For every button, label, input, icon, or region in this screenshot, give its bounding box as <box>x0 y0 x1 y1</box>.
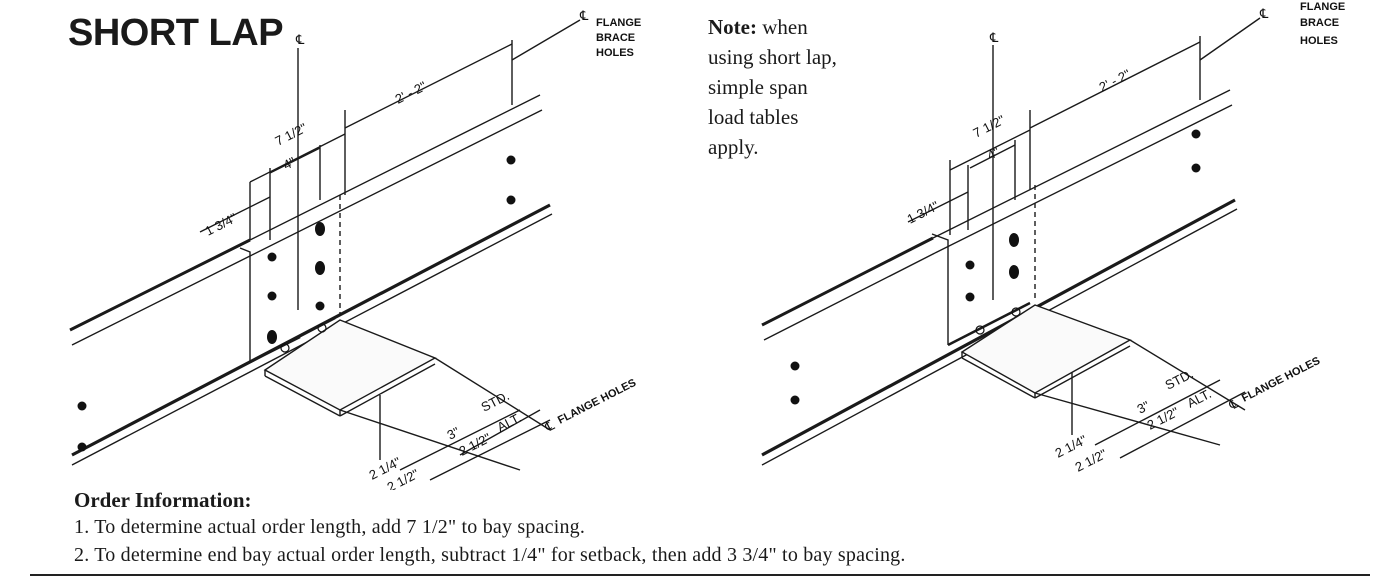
flange-hole <box>975 325 985 335</box>
hole <box>790 395 800 405</box>
dim-7-1-2-line <box>249 133 346 183</box>
hole-set <box>77 155 516 452</box>
dim-4-line <box>969 144 1016 169</box>
right-lap-diagram: ℄ ℄ FLANGE BRACE HOLES 2' - 2" 7 1/2" 4"… <box>761 1 1345 475</box>
order-heading: Order Information: <box>74 488 252 512</box>
lap-bottom-flange <box>249 316 336 364</box>
flange-holes-label: FLANGE HOLES <box>556 377 638 427</box>
flange-hole <box>1011 307 1021 317</box>
flange-plate-lower <box>264 375 341 417</box>
dim-4-line <box>269 147 321 174</box>
hole <box>267 330 277 344</box>
hole <box>506 195 516 205</box>
purlin-top-inner-right <box>934 104 1233 254</box>
lap-web-edge <box>931 233 949 345</box>
note-body: when using short lap, simple span load t… <box>708 15 837 159</box>
hole <box>965 292 975 302</box>
dim-bottom-2-1-2 <box>1119 391 1246 459</box>
hole <box>790 361 800 371</box>
flange-hole <box>317 323 327 333</box>
order-line-1: 1. To determine actual order length, add… <box>74 516 586 538</box>
flange-holes-label: FLANGE HOLES <box>1240 355 1322 405</box>
flange-plate <box>960 304 1132 394</box>
note-label: Note: <box>708 15 757 39</box>
purlin-bottom-edge <box>761 198 1236 457</box>
order-information: Order Information: 1. To determine actua… <box>74 488 906 572</box>
flange-plate-lower-right <box>339 363 436 417</box>
purlin-top-inner <box>71 254 253 346</box>
std-label: STD. <box>1163 366 1196 393</box>
lap-bottom-flange <box>947 301 1031 347</box>
hole <box>77 442 87 452</box>
dim-2-2-line <box>1029 41 1201 129</box>
flange-brace-label-2: BRACE <box>1300 17 1339 29</box>
dim-4-label: 4" <box>281 154 299 173</box>
flange-ext-line <box>1034 392 1221 446</box>
hole <box>315 222 325 236</box>
purlin-top-inner <box>763 252 936 341</box>
dim-7-1-2-label: 7 1/2" <box>273 120 310 149</box>
dim-1-3-4-label: 1 3/4" <box>203 210 240 239</box>
flange-brace-label-2: BRACE <box>596 32 635 44</box>
hole <box>267 252 277 262</box>
flange-ext-line <box>339 409 521 471</box>
flange-plate-lower <box>961 357 1036 399</box>
dim-7-1-2-label: 7 1/2" <box>971 112 1008 141</box>
page-title: SHORT LAP <box>68 12 284 54</box>
hole <box>77 401 87 411</box>
dim-7-1-2-line <box>949 129 1031 171</box>
hole <box>1009 265 1019 279</box>
dim-2-2-label: 2' - 2" <box>393 78 430 107</box>
dim-3-line <box>459 409 541 456</box>
left-lap-diagram: ℄ ℄ FLANGE BRACE HOLES 2' - 2" 7 1/2" 4"… <box>69 8 641 490</box>
flange-brace-mark: ℄ <box>1259 6 1269 21</box>
flange-brace-leader <box>1199 17 1261 61</box>
note-text: Note: when using short lap, simple span … <box>708 12 848 162</box>
dim-bottom-2-1-4 <box>399 409 521 471</box>
hole <box>1191 129 1201 139</box>
bottom-rule <box>30 574 1370 576</box>
flange-plate-lower-right <box>1034 345 1131 399</box>
flange-ext-line-2 <box>434 357 551 431</box>
flange-ext-line-2 <box>1129 339 1246 411</box>
alt-label: ALT. <box>1185 386 1214 411</box>
order-line-2: 2. To determine end bay actual order len… <box>74 544 906 566</box>
hole <box>965 260 975 270</box>
purlin-top-edge <box>761 236 934 327</box>
dim-bottom-2-1-2 <box>429 419 551 481</box>
flange-holes-mark: ℄ <box>1226 395 1242 413</box>
dim-1-3-4-label: 1 3/4" <box>905 198 942 227</box>
flange-brace-label-1: FLANGE <box>596 17 641 29</box>
flange-brace-mark: ℄ <box>579 8 589 23</box>
dim-1-3-4-line <box>199 196 271 233</box>
hole <box>506 155 516 165</box>
flange-holes-mark: ℄ <box>542 417 558 435</box>
flange-brace-label-3: HOLES <box>596 47 634 59</box>
dim-2-2-label: 2' - 2" <box>1097 66 1134 95</box>
flange-brace-label-1: FLANGE <box>1300 1 1345 13</box>
purlin-top-edge-right <box>932 89 1231 239</box>
dim-3-label: 3" <box>1135 398 1153 417</box>
dim-1-3-4-line <box>907 191 969 223</box>
purlin-top-inner-right <box>251 109 543 256</box>
flange-brace-leader <box>511 19 581 61</box>
flange-hole <box>280 343 290 353</box>
dim-2-2-line <box>344 43 513 129</box>
flange-plate <box>263 319 437 411</box>
dim-bottom-2-1-4 <box>1094 379 1221 446</box>
centerline-mark: ℄ <box>989 30 999 45</box>
hole <box>315 301 325 311</box>
hole <box>1191 163 1201 173</box>
hole <box>267 291 277 301</box>
alt-label: ALT. <box>495 410 524 435</box>
hole-set <box>790 129 1201 405</box>
centerline-mark: ℄ <box>295 32 305 47</box>
hole <box>1009 233 1019 247</box>
std-label: STD. <box>479 388 512 415</box>
flange-brace-label-3: HOLES <box>1300 35 1338 47</box>
purlin-top-edge <box>69 238 251 332</box>
hole <box>315 261 325 275</box>
lap-web-edge <box>239 247 251 362</box>
